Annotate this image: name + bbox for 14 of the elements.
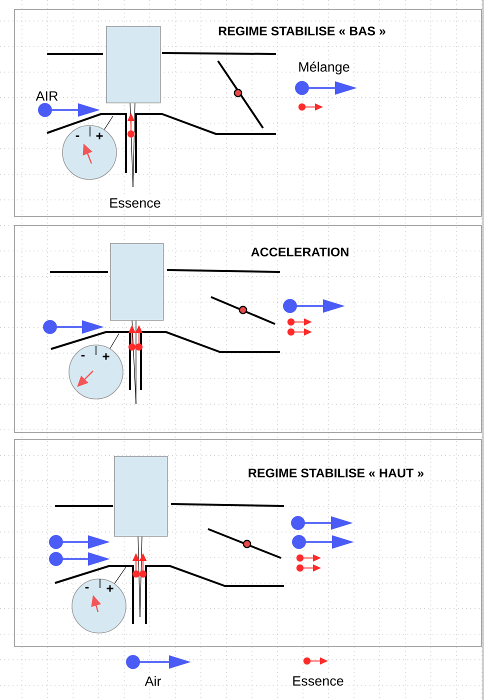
flow-label: Essence	[108, 197, 162, 209]
gauge-dial: - +	[72, 578, 126, 634]
leader-line	[104, 116, 114, 130]
flow-label: Mélange	[297, 60, 351, 76]
legend-label: Air	[144, 675, 162, 687]
legend-label: Essence	[291, 675, 345, 687]
float-chamber	[114, 456, 168, 537]
leader-line	[110, 333, 120, 349]
gauge-dial: - +	[62, 125, 117, 180]
float-chamber	[110, 243, 164, 321]
flow-label: AIR	[34, 90, 60, 102]
leader-line	[114, 566, 126, 584]
float-chamber	[106, 26, 161, 104]
gauge-dial: - +	[68, 344, 124, 400]
